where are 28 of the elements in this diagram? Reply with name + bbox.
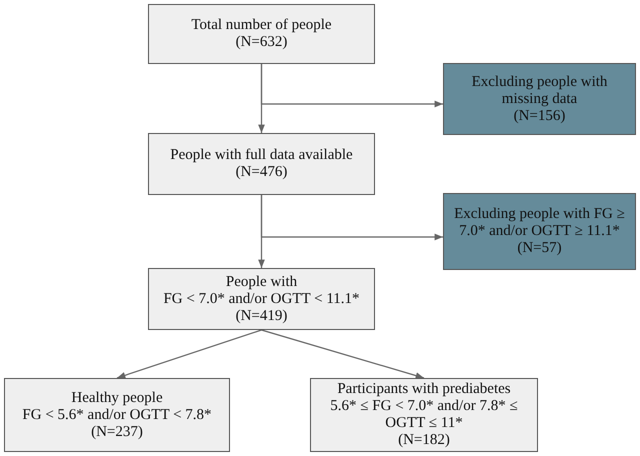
box-text: Healthy people [71, 390, 163, 406]
box-text: Excluding people with FG ≥ 7.0* and/or OGTT ≥ 11.1* [453, 206, 626, 240]
box-text: People with full data available [170, 147, 353, 164]
box-text: FG < 5.6* and/or OGTT < 7.8* [22, 406, 212, 424]
box-text: (N=182) [398, 432, 450, 449]
box-text: (N=57) [517, 240, 562, 257]
box-text: (N=237) [91, 424, 143, 440]
arrow [116, 329, 262, 379]
arrow [260, 64, 443, 108]
box-text: (N=476) [236, 164, 288, 181]
box-text: Total number of people [191, 17, 332, 34]
box-text: FG < 7.0* and/or OGTT < 11.1* [163, 290, 360, 308]
process-box [443, 193, 636, 270]
box-text: (N=419) [236, 308, 288, 324]
process-box [443, 63, 636, 135]
process-box [310, 378, 538, 452]
box-text: Participants with prediabetes [337, 381, 511, 398]
box-text: People with [226, 274, 298, 290]
process-box [148, 268, 375, 330]
process-box [148, 133, 375, 195]
box-text: 5.6* ≤ FG < 7.0* and/or 7.8* ≤ OGTT ≤ 11* [329, 398, 519, 432]
arrow [261, 329, 424, 379]
box-text: (N=156) [514, 108, 566, 124]
process-box [4, 378, 230, 452]
arrow [260, 195, 443, 240]
box-text: (N=632) [236, 34, 288, 51]
process-box [148, 4, 375, 64]
box-text: Excluding people with missing data [470, 74, 608, 108]
